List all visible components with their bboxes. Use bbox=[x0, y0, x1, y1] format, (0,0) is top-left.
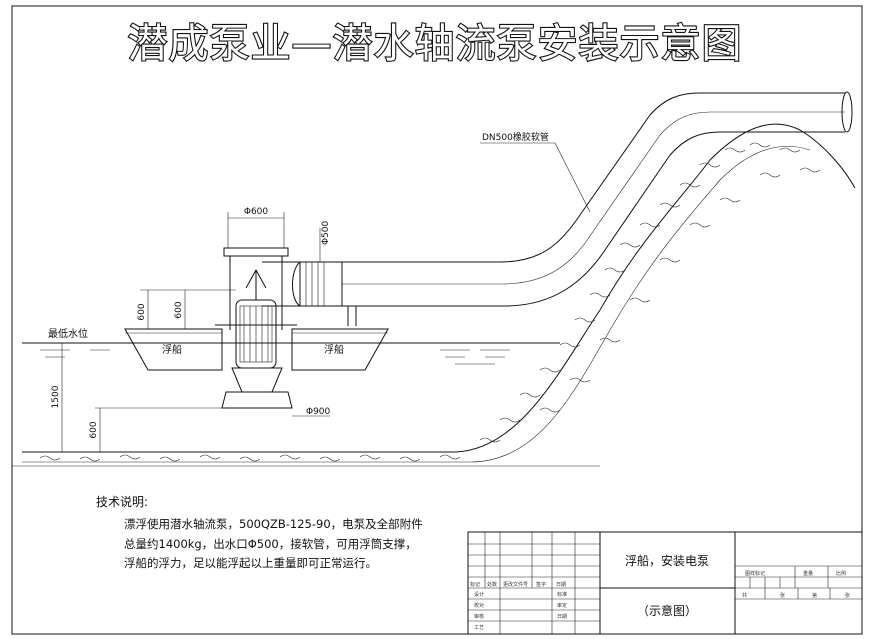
tb-row-header-3: 更改文件号 bbox=[503, 581, 528, 588]
pump-body bbox=[215, 247, 297, 409]
tb-right-row-3: 第 bbox=[812, 592, 817, 599]
dim-top-width: Φ600 bbox=[244, 207, 269, 217]
page-title: 潜成泵业—潜水轴流泵安装示意图 bbox=[128, 21, 743, 67]
tb-row-header-5: 日期 bbox=[556, 582, 566, 588]
tb-approval-final: 审定 bbox=[557, 602, 567, 609]
float-right bbox=[291, 328, 389, 371]
dim-bottom-clearance: 600 bbox=[89, 421, 99, 438]
float-right-label: 浮船 bbox=[324, 343, 344, 356]
tb-right-row-4: 张 bbox=[845, 592, 850, 599]
tb-approval-standard: 标准 bbox=[557, 591, 567, 598]
tb-row-header-2: 处数 bbox=[487, 581, 497, 588]
notes-heading: 技术说明: bbox=[96, 494, 148, 509]
hose-leader-line-2 bbox=[554, 142, 591, 213]
tb-row-header-4: 签字 bbox=[536, 581, 546, 588]
tb-role-review: 审核 bbox=[474, 613, 484, 620]
dimension-lines bbox=[61, 212, 330, 452]
dim-outlet-dia: Φ500 bbox=[321, 220, 331, 245]
tb-right-header-2: 重量 bbox=[803, 570, 813, 577]
embankment bbox=[22, 123, 856, 463]
float-left bbox=[124, 328, 223, 371]
tb-role-process: 工艺 bbox=[474, 625, 484, 631]
tb-approval-date: 日期 bbox=[557, 614, 567, 620]
tb-right-row-1: 共 bbox=[742, 592, 747, 599]
tb-right-row-2: 张 bbox=[780, 592, 785, 599]
notes-line-1: 漂浮使用潜水轴流泵，500QZB-125-90，电泵及全部附件 bbox=[124, 517, 423, 531]
dim-bottom-dia: Φ900 bbox=[306, 407, 331, 417]
dim-upper-height: 600 bbox=[137, 303, 147, 320]
dim-inner-height: 600 bbox=[174, 301, 184, 318]
title-block-name: 浮船，安装电泵 bbox=[625, 553, 709, 568]
float-left-label: 浮船 bbox=[162, 343, 182, 356]
tb-role-design: 设计 bbox=[474, 591, 484, 598]
tb-right-header-1: 图样标记 bbox=[745, 570, 765, 577]
title-block bbox=[467, 531, 863, 635]
notes-line-3: 浮船的浮力，足以能浮起以上重量即可正常运行。 bbox=[124, 556, 377, 570]
rubber-hose bbox=[342, 91, 853, 307]
soil-hatching bbox=[39, 142, 821, 462]
tb-row-header-1: 标记 bbox=[470, 581, 480, 588]
min-water-level-label: 最低水位 bbox=[48, 327, 88, 340]
notes-line-2: 总量约1400kg，出水口Φ500，接软管，可用浮筒支撑， bbox=[124, 537, 417, 551]
title-block-subtitle: （示意图） bbox=[637, 603, 697, 618]
drawing-border bbox=[11, 5, 863, 635]
tb-role-check: 校对 bbox=[474, 602, 484, 609]
dim-depth: 1500 bbox=[51, 385, 61, 408]
tb-right-header-3: 比例 bbox=[836, 570, 846, 577]
hose-label: DN500橡胶软管 bbox=[482, 131, 549, 143]
water-surface bbox=[22, 342, 560, 365]
